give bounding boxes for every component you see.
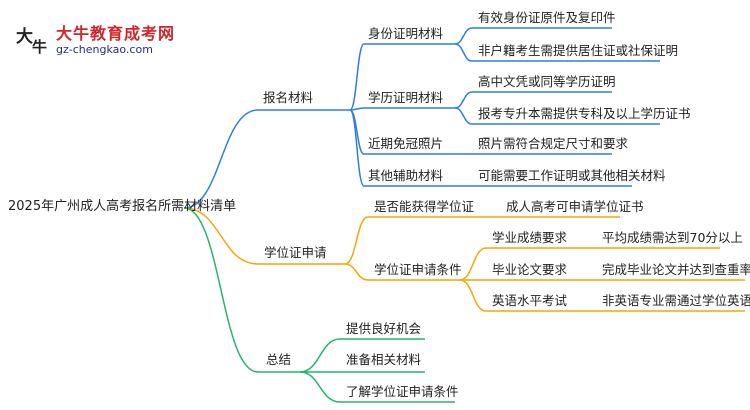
link-degree-conditions [344, 263, 369, 281]
link-reg-other [349, 109, 365, 187]
links-registration [183, 27, 660, 209]
brand-url: gz-chengkao.com [56, 43, 153, 56]
leaf-work-proof: 可能需要工作证明或其他相关材料 [478, 168, 666, 183]
node-grade-requirement: 学业成绩要求 [492, 230, 568, 245]
link-grade [459, 247, 487, 281]
link-diploma [454, 91, 473, 109]
leaf-highschool-diploma: 高中文凭或同等学历证明 [478, 74, 616, 89]
leaf-id-card: 有效身份证原件及复印件 [478, 10, 616, 25]
branch-degree: 学位证申请 [264, 245, 327, 260]
brand-name: 大牛教育成考网 [56, 24, 176, 43]
leaf-photo-requirements: 照片需符合规定尺寸和要求 [478, 136, 629, 151]
node-thesis-requirement: 毕业论文要求 [492, 262, 568, 277]
leaf-prepare-materials: 准备相关材料 [346, 352, 422, 367]
link-degree-eligibility [344, 216, 369, 265]
branch-summary: 总结 [266, 352, 292, 367]
leaf-good-opportunity: 提供良好机会 [346, 321, 422, 336]
link-sum-opportunity [299, 338, 341, 373]
links-degree [183, 207, 745, 312]
brand-mark-char-2: 牛 [32, 38, 48, 56]
link-root-registration [183, 109, 259, 209]
leaf-grade-70: 平均成绩需达到70分以上 [602, 230, 743, 245]
brand-logo: 大 牛 大牛教育成考网 gz-chengkao.com [14, 16, 214, 62]
node-photo: 近期免冠照片 [368, 136, 444, 151]
leaf-college-certificate: 报考专升本需提供专科及以上学历证书 [478, 106, 691, 121]
leaf-thesis-standard: 完成毕业论文并达到查重率标准 [602, 262, 750, 277]
leaf-degree-available: 成人高考可申请学位证书 [506, 199, 644, 214]
node-degree-eligibility: 是否能获得学位证 [374, 199, 475, 214]
node-english-exam: 英语水平考试 [492, 293, 568, 308]
brand-mark: 大 牛 [14, 16, 54, 60]
links-summary [183, 207, 455, 403]
leaf-residence-proof: 非户籍考生需提供居住证或社保证明 [478, 43, 679, 58]
node-id-materials: 身份证明材料 [368, 26, 444, 41]
leaf-english-pass: 非英语专业需通过学位英语考试 [602, 293, 750, 308]
node-other-materials: 其他辅助材料 [368, 168, 444, 183]
node-degree-conditions: 学位证申请条件 [374, 262, 462, 277]
root-node: 2025年广州成人高考报名所需材料清单 [8, 199, 237, 214]
link-residence [454, 43, 473, 62]
link-root-summary [183, 207, 259, 373]
link-sum-conditions [299, 371, 341, 403]
brand-mark-char-1: 大 [16, 27, 33, 47]
link-id-card [454, 27, 473, 45]
link-english [459, 279, 487, 312]
node-edu-materials: 学历证明材料 [368, 90, 444, 105]
link-certificate [454, 107, 473, 125]
link-root-degree [183, 207, 259, 265]
branch-registration: 报名材料 [263, 90, 314, 105]
link-reg-id [349, 43, 365, 111]
leaf-degree-conditions: 了解学位证申请条件 [346, 384, 459, 399]
